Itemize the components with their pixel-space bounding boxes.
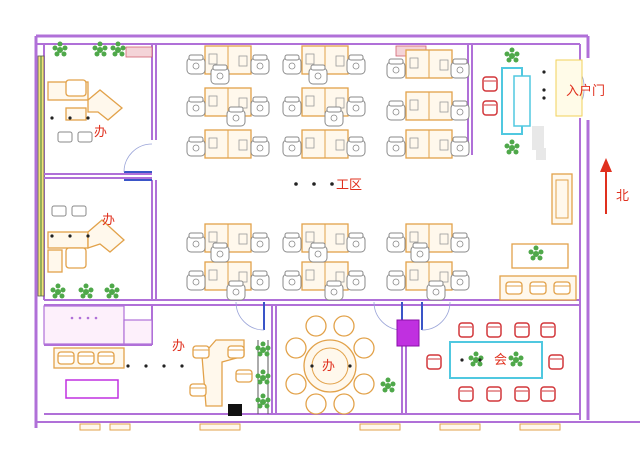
arrow-up-icon [600, 158, 612, 214]
workstation-cluster-bottom-1 [186, 223, 270, 301]
window-strip [37, 55, 45, 297]
entrance-area [482, 47, 583, 301]
dot [70, 316, 74, 320]
bottom-edge-fixtures [79, 423, 561, 431]
dot [162, 364, 166, 368]
meeting-room [426, 322, 564, 402]
dot [94, 316, 98, 320]
office-mid-left [47, 205, 125, 299]
workstation-cluster-top-1 [186, 45, 270, 159]
label-entrance: 入户门 [566, 83, 605, 99]
workstation-cluster-bottom-2 [282, 223, 366, 301]
dot [542, 88, 546, 92]
dot [78, 316, 82, 320]
interior-walls [44, 44, 580, 414]
workstation-cluster-bottom-3 [386, 223, 470, 301]
dot [310, 364, 314, 368]
dot [86, 234, 90, 238]
outer-walls [34, 34, 640, 428]
dot [50, 234, 54, 238]
office-top-left [47, 41, 153, 143]
dot [460, 358, 464, 362]
reception-counter [43, 305, 153, 345]
label-north: 北 [616, 189, 629, 204]
dot [294, 182, 298, 186]
dot [126, 364, 130, 368]
dot [478, 358, 482, 362]
dot [68, 116, 72, 120]
label-office-bottom: 办 [172, 339, 185, 354]
structural-column [396, 319, 420, 347]
lounge-bottom-left [53, 339, 271, 416]
workstation-cluster-top-3 [386, 45, 470, 159]
dot [180, 364, 184, 368]
dot [86, 116, 90, 120]
round-table-room [285, 315, 396, 415]
dot [542, 96, 546, 100]
dot [68, 234, 72, 238]
dot [542, 70, 546, 74]
dot [348, 364, 352, 368]
dot [86, 316, 90, 320]
dot [50, 116, 54, 120]
label-meeting: 会 [494, 353, 507, 368]
label-office-top: 办 [94, 125, 107, 140]
dot [312, 182, 316, 186]
workstation-cluster-top-2 [282, 45, 366, 159]
dot [144, 364, 148, 368]
dot [330, 182, 334, 186]
label-lounge: 办 [322, 359, 335, 374]
label-office-mid: 办 [102, 213, 115, 228]
label-work-area: 工区 [336, 178, 362, 193]
